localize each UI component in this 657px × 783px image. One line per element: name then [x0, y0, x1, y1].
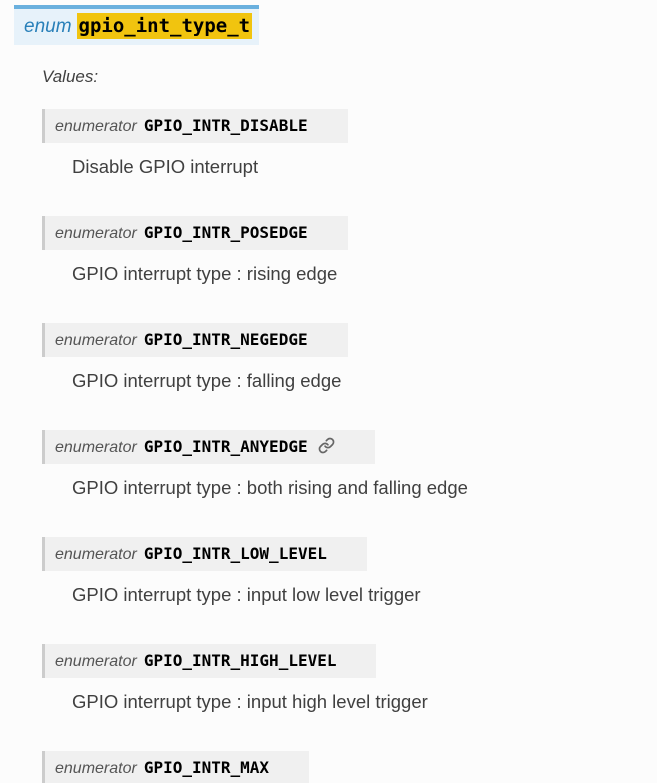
- link-icon: [318, 437, 335, 458]
- enumerator-description: GPIO interrupt type : rising edge: [72, 263, 338, 284]
- enumerator-signature-box: enumerator GPIO_INTR_NEGEDGE: [42, 323, 348, 357]
- enumerator-signature-box: enumerator GPIO_INTR_HIGH_LEVEL: [42, 644, 377, 678]
- enumerator-signature-box: enumerator GPIO_INTR_ANYEDGE: [42, 430, 375, 464]
- enumerator-name: GPIO_INTR_LOW_LEVEL: [143, 544, 327, 563]
- enumerator-description: GPIO interrupt type : input low level tr…: [72, 584, 421, 605]
- permalink-link[interactable]: [318, 437, 335, 454]
- enumerator-item: enumerator GPIO_INTR_NEGEDGE GPIO interru…: [42, 323, 657, 392]
- enumerator-keyword: enumerator: [55, 225, 137, 242]
- enumerator-signature-box: enumerator GPIO_INTR_MAX: [42, 751, 310, 783]
- enumerator-keyword: enumerator: [55, 546, 137, 563]
- enumerator-name: GPIO_INTR_MAX: [143, 758, 270, 777]
- enumerator-item: enumerator GPIO_INTR_HIGH_LEVEL GPIO inte…: [42, 644, 657, 713]
- enumerator-name: GPIO_INTR_DISABLE: [143, 116, 308, 135]
- enumerator-item: enumerator GPIO_INTR_MAX: [42, 751, 657, 783]
- enum-keyword: enum: [24, 16, 72, 37]
- enumerator-description: GPIO interrupt type : falling edge: [72, 370, 342, 391]
- enumerator-signature-box: enumerator GPIO_INTR_POSEDGE: [42, 216, 348, 250]
- enumerator-keyword: enumerator: [55, 760, 137, 777]
- enumerator-keyword: enumerator: [55, 653, 137, 670]
- enumerator-description: GPIO interrupt type : both rising and fa…: [72, 477, 468, 498]
- enumerator-item: enumerator GPIO_INTR_ANYEDGE GPIO interru…: [42, 430, 657, 499]
- enumerator-list: enumerator GPIO_INTR_DISABLE Disable GPIO…: [14, 109, 657, 783]
- enumerator-signature-box: enumerator GPIO_INTR_LOW_LEVEL: [42, 537, 367, 571]
- enumerator-name: GPIO_INTR_HIGH_LEVEL: [143, 651, 337, 670]
- enumerator-signature-box: enumerator GPIO_INTR_DISABLE: [42, 109, 348, 143]
- enumerator-keyword: enumerator: [55, 332, 137, 349]
- enumerator-name: GPIO_INTR_NEGEDGE: [143, 330, 308, 349]
- enum-name-highlighted: gpio_int_type_t: [78, 15, 251, 37]
- enumerator-item: enumerator GPIO_INTR_DISABLE Disable GPIO…: [42, 109, 657, 178]
- enumerator-item: enumerator GPIO_INTR_POSEDGE GPIO interru…: [42, 216, 657, 285]
- enumerator-keyword: enumerator: [55, 118, 137, 135]
- enumerator-name: GPIO_INTR_ANYEDGE: [143, 437, 308, 456]
- enumerator-item: enumerator GPIO_INTR_LOW_LEVEL GPIO inter…: [42, 537, 657, 606]
- values-label: Values:: [42, 67, 99, 86]
- enumerator-description: Disable GPIO interrupt: [72, 156, 259, 177]
- enum-signature: enum gpio_int_type_t: [14, 5, 260, 45]
- enumerator-description: GPIO interrupt type : input high level t…: [72, 691, 428, 712]
- enumerator-name: GPIO_INTR_POSEDGE: [143, 223, 308, 242]
- enumerator-keyword: enumerator: [55, 439, 137, 456]
